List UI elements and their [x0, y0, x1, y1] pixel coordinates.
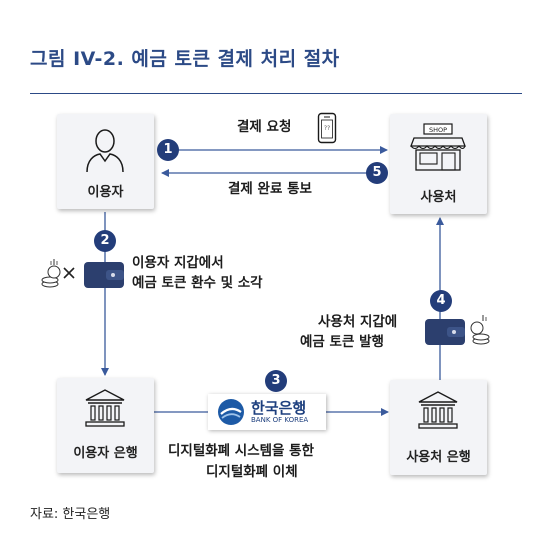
step-5-label: 결제 완료 통보 — [228, 181, 312, 197]
person-icon — [86, 129, 124, 173]
step-3-label-line2: 디지털화폐 이체 — [206, 464, 298, 480]
node-user-bank-label: 이용자 은행 — [73, 446, 138, 461]
node-merchant-bank-label: 사용처 은행 — [406, 450, 471, 465]
step-3-label-line1: 디지털화폐 시스템을 통한 — [168, 443, 315, 459]
step-5-badge: 5 — [366, 162, 388, 184]
step-2-label-line1: 이용자 지갑에서 — [132, 255, 224, 271]
step-4-label-line1: 사용처 지갑에 — [318, 314, 398, 330]
node-user-label: 이용자 — [87, 185, 124, 200]
wallet-coins-icon — [425, 315, 490, 345]
bank-of-korea-emblem-icon — [218, 399, 244, 425]
node-merchant: SHOP 사용처 — [390, 114, 487, 214]
shop-icon: SHOP — [410, 123, 466, 171]
title-divider — [30, 93, 522, 94]
smartphone-icon: ?? — [317, 112, 337, 144]
bank-of-korea-logo: 한국은행 BANK OF KOREA — [208, 394, 326, 430]
node-merchant-label: 사용처 — [420, 190, 457, 205]
node-user: 이용자 — [57, 114, 154, 209]
svg-text:??: ?? — [324, 125, 330, 132]
step-4-badge: 4 — [430, 290, 452, 312]
shop-sign-text: SHOP — [429, 126, 447, 134]
node-merchant-bank: 사용처 은행 — [390, 380, 487, 475]
bank-icon — [85, 389, 125, 427]
step-1-badge: 1 — [157, 139, 179, 161]
step-3-badge: 3 — [265, 370, 287, 392]
node-user-bank: 이용자 은행 — [57, 378, 154, 473]
burn-coins-wallet-icon — [41, 259, 124, 288]
bank-icon — [418, 391, 458, 429]
bank-of-korea-name-en: BANK OF KOREA — [251, 416, 309, 424]
source-note: 자료: 한국은행 — [30, 507, 111, 522]
figure-title: 그림 IV-2. 예금 토큰 결제 처리 절차 — [30, 48, 340, 70]
step-1-label: 결제 요청 — [237, 119, 292, 135]
step-4-label-line2: 예금 토큰 발행 — [300, 334, 384, 350]
step-2-label-line2: 예금 토큰 환수 및 소각 — [132, 275, 263, 291]
step-2-badge: 2 — [94, 230, 116, 252]
bank-of-korea-name-ko: 한국은행 — [251, 399, 307, 417]
